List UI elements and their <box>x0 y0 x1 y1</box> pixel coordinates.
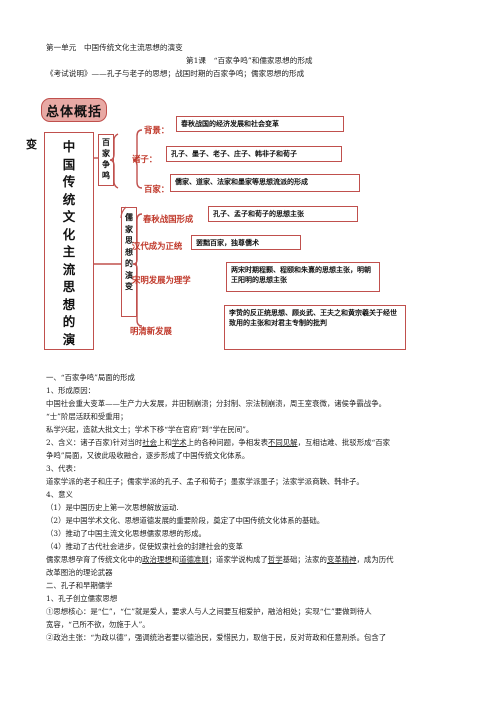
sub2-char: 思 <box>125 235 133 245</box>
text-segment: 基础；法家的 <box>282 555 327 564</box>
summary-diagram: 总体概括 变 中 国 传 统 文 化 主 流 思 想 的 演 百 家 争 鸣 儒… <box>26 92 406 354</box>
stage-label-3: 宋明发展为理学 <box>132 275 191 285</box>
underlined-term: 政治理想 <box>142 555 172 564</box>
section-2-item-1: 1、孔子创立儒家思想 <box>46 594 118 603</box>
sub1-char: 家 <box>102 148 110 158</box>
sub2-char: 儒 <box>125 212 133 222</box>
sub1-char: 鸣 <box>102 170 110 180</box>
underlined-term: 道德准则 <box>179 555 209 564</box>
main-char: 流 <box>62 261 76 277</box>
item-3-heading: 3、代表： <box>46 464 81 473</box>
hundred-schools-box <box>98 134 114 186</box>
main-char: 文 <box>62 209 76 224</box>
exam-requirements: 《考试说明》——孔子与老子的思想；战国时期的百家争鸣；儒家思想的形成 <box>46 69 305 78</box>
text-segment: ，互相诘难、批驳形成“百家 <box>297 438 391 447</box>
stage-box-2: 罢黜百家，独尊儒术 <box>191 235 301 250</box>
item-4-point-2: （2）是中国学术文化、思想道德发展的重要阶段，奠定了中国传统文化体系的基础。 <box>46 516 325 525</box>
main-char: 化 <box>62 226 76 242</box>
background-box: 春秋战国的经济发展和社会变革 <box>176 116 344 132</box>
underlined-term: 社会 <box>142 438 158 447</box>
sub2-char: 的 <box>125 258 133 268</box>
main-char: 主 <box>62 244 76 259</box>
item-1-heading: 1、形成原因： <box>46 386 96 395</box>
sub2-char: 想 <box>125 246 133 257</box>
main-char: 传 <box>62 174 76 189</box>
stage-label-2: 汉代成为正统 <box>132 241 183 251</box>
scholars-box: 孔子、墨子、老子、庄子、韩非子和荀子 <box>166 146 342 162</box>
text-segment: 和 <box>171 555 180 564</box>
item-4-point-1: （1）是中国历史上第一次思想解放运动. <box>46 503 179 512</box>
underlined-term: 学术 <box>171 438 187 447</box>
main-char: 的 <box>62 314 76 329</box>
item-4-point-4: （4）推动了古代社会进步，促使奴隶社会的封建社会的变革 <box>46 542 243 551</box>
underlined-term: 不同见解 <box>267 438 298 447</box>
item-1-line-3: 私学兴起，造就大批文士；学术下移“学在官府”到“学在民间”。 <box>46 425 254 434</box>
stage-label-4: 明清新发展 <box>130 326 172 336</box>
side-label: 变 <box>26 138 37 151</box>
confucian-evolution-box <box>121 207 137 317</box>
sub2-char: 演 <box>125 269 133 280</box>
text-segment: 上的各种问题，争相发表 <box>186 438 268 447</box>
section-1-title: 一、“百家争鸣”局面的形成 <box>46 373 135 382</box>
item-4-point-5-cont: 改革图治的理论武器 <box>46 568 113 577</box>
item-4-point-5: 儒家思想孕育了传统文化中的政治理想和道德准则；道家学说构成了哲学基础；法家的变革… <box>46 555 394 564</box>
political-view-line-1: ②政治主张：“为政以德”，强调统治者要以德治民，爱惜民力，取信于民，反对苛政和任… <box>46 633 387 642</box>
core-thought-line-2: 宽容，“己所不欲，勿施于人”。 <box>46 620 150 629</box>
unit-heading: 第一单元 中国传统文化主流思想的演变 <box>46 43 183 52</box>
lesson-heading: 第1课 “百家争鸣”和儒家思想的形成 <box>186 56 313 65</box>
category-schools: 百家： <box>144 184 170 194</box>
item-3-line-1: 道家学派的老子和庄子；儒家学派的孔子、孟子和荀子；墨家学派墨子；法家学派商鞅、韩… <box>46 477 364 486</box>
underlined-term: 变革精神 <box>326 555 357 564</box>
item-2-line-2: 争鸣”局面，又彼此吸收融合，逐步形成了中国传统文化体系。 <box>46 451 250 460</box>
main-topic-text: 中 国 传 统 文 化 主 流 思 想 的 演 <box>44 138 94 348</box>
stage-box-4: 李贽的反正统思想、顾炎武、王夫之和黄宗羲关于经世致用的主张和对君主专制的批判 <box>224 305 406 350</box>
hundred-schools-text: 百 家 争 鸣 <box>98 137 114 181</box>
core-thought-line-1: ①思想核心：是“仁”，“仁”就是爱人，要求人与人之间要互相爱护，融洽相处；实现“… <box>46 607 372 616</box>
text-segment: 上和 <box>157 438 172 447</box>
confucian-evolution-text: 儒 家 思 想 的 演 变 <box>121 212 137 293</box>
stage-label-1: 春秋战国形成 <box>143 214 194 224</box>
sub1-char: 争 <box>102 159 110 169</box>
main-char: 统 <box>62 191 76 207</box>
sub2-char: 家 <box>125 223 133 234</box>
category-background: 背景： <box>144 125 170 135</box>
diagram-title: 总体概括 <box>41 98 107 122</box>
sub1-char: 百 <box>102 137 110 147</box>
stage-box-3: 两宋时期程颢、程颐和朱熹的思想主张，明朝王阳明的思想主张 <box>226 262 380 292</box>
main-char: 演 <box>62 331 76 347</box>
text-segment: 儒家思想孕育了传统文化中的 <box>46 555 143 564</box>
main-char: 国 <box>62 156 76 172</box>
item-4-point-3: （3）推动了中国主流文化思想儒家思想的形成。 <box>46 529 206 538</box>
underlined-term: 哲学 <box>267 555 283 564</box>
item-1-line-1: 中国社会重大变革——生产力大发展，井田制崩溃；分封制、宗法制崩溃，周王室衰微，诸… <box>46 399 386 408</box>
main-char: 中 <box>62 139 76 154</box>
schools-box: 儒家、道家、法家和墨家等思想流派的形成 <box>170 174 360 192</box>
main-topic-box <box>44 132 94 350</box>
stage-box-1: 孔子、孟子和荀子的思想主张 <box>208 206 358 222</box>
section-2-title: 二、孔子和早期儒学 <box>46 581 113 590</box>
category-scholars: 诸子： <box>132 154 158 164</box>
item-1-line-2: “士”阶层活跃和受重用； <box>46 412 128 421</box>
main-char: 思 <box>62 279 76 294</box>
sub2-char: 变 <box>125 281 133 291</box>
text-segment: 2、含义：诸子百家)针对当时 <box>46 438 143 447</box>
item-2-line-1: 2、含义：诸子百家)针对当时社会上和学术上的各种问题，争相发表不同见解，互相诘难… <box>46 438 390 447</box>
text-segment: ；道家学说构成了 <box>208 555 268 564</box>
text-segment: ，成为历代 <box>356 555 394 564</box>
main-char: 想 <box>62 296 76 312</box>
item-4-heading: 4、意义 <box>46 490 73 499</box>
